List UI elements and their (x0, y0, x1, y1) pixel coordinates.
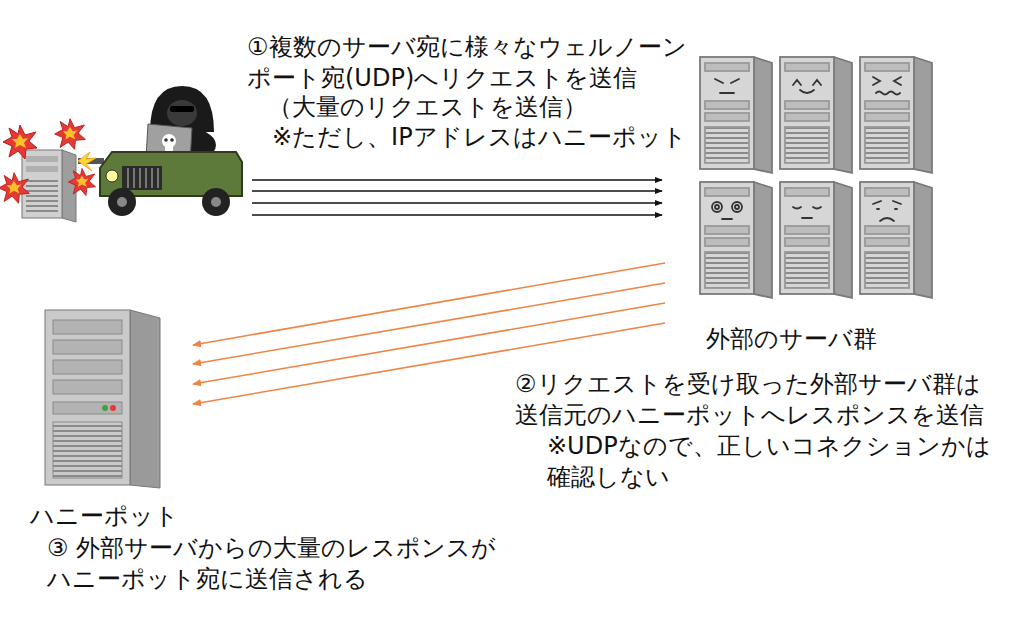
node-note: ③ 外部サーバからの大量のレスポンスが ハニーポット宛に送信される (47, 533, 497, 595)
illustration-part (78, 152, 96, 171)
illustration-part (117, 197, 127, 207)
illustration-part (128, 168, 158, 188)
illustration-part (110, 405, 116, 411)
step-note: ②リクエストを受け取った外部サーバ群は 送信元のハニーポットへレスポンスを送信 (515, 369, 985, 431)
illustration-part (164, 138, 168, 142)
honeypot: ハニーポット③ 外部サーバからの大量のレスポンスが ハニーポット宛に送信される (28, 305, 193, 536)
illustration-part (53, 422, 122, 478)
response-arrow (193, 283, 665, 364)
illustration-part (53, 320, 122, 334)
illustration-part (780, 182, 852, 298)
illustration-part (700, 182, 772, 298)
illustration-part (3, 125, 37, 159)
illustration-part (53, 380, 122, 394)
step-note: ※UDPなので、正しいコネクションかは 確認しない (547, 431, 997, 493)
illustration-part (860, 182, 932, 298)
illustration-part (22, 150, 62, 218)
illustration-part (102, 405, 108, 411)
illustration-part (712, 202, 722, 212)
explosion (0, 119, 96, 204)
illustration-part (860, 57, 932, 173)
illustration-part (53, 340, 122, 354)
jeep (78, 152, 242, 216)
illustration-part (45, 310, 130, 485)
illustration-part (732, 202, 742, 212)
illustration-part (130, 310, 160, 488)
step-note: ※ただし、IPアドレスはハニーポット (272, 122, 687, 153)
illustration-part (252, 179, 662, 181)
illustration-part (55, 119, 86, 150)
step-note: （大量のリクエストを送信） (268, 92, 587, 123)
node-title: ハニーポット (30, 501, 179, 532)
illustration-part (860, 182, 932, 298)
illustration-part (167, 100, 197, 126)
illustration-part (68, 168, 95, 195)
illustration-part (780, 57, 852, 173)
illustration-part (252, 214, 662, 216)
request-arrows (252, 180, 662, 215)
illustration-part (873, 201, 901, 221)
illustration-part (202, 188, 230, 216)
illustration-part (62, 150, 76, 222)
illustration-part (26, 166, 58, 172)
illustration-part (715, 205, 719, 209)
server-group: 外部のサーバ群 (665, 50, 940, 360)
illustration-part (780, 57, 852, 173)
response-arrow (193, 263, 665, 345)
illustration-part (53, 360, 122, 374)
illustration-part (793, 207, 821, 218)
illustration-part (170, 106, 194, 112)
illustration-part (26, 156, 58, 162)
illustration-part (252, 190, 662, 192)
illustration-part (735, 205, 739, 209)
illustration-part (700, 57, 772, 173)
illustration-part (165, 146, 173, 151)
illustration-part (211, 197, 221, 207)
illustration-part (873, 77, 901, 95)
illustration-part (53, 402, 122, 414)
illustration-part (780, 182, 852, 298)
illustration-part (106, 170, 118, 182)
server-group (700, 57, 932, 298)
illustration-part (122, 166, 162, 190)
illustration-part (860, 57, 932, 173)
illustration-part (0, 173, 29, 204)
illustration-part (26, 178, 58, 212)
illustration-part (722, 218, 732, 220)
illustration-part (108, 188, 136, 216)
step-note: ①複数のサーバ宛に様々なウェルノーン ポート宛(UDP)へリクエストを送信 (247, 32, 692, 94)
illustration-part (715, 79, 739, 93)
honeypot-server (45, 310, 160, 488)
illustration-part (700, 57, 772, 173)
group-title: 外部のサーバ群 (706, 324, 877, 355)
illustration-part (162, 134, 176, 148)
illustration-part (170, 138, 174, 142)
attacked-server (22, 150, 76, 222)
illustration-part (700, 182, 772, 298)
illustration-part (252, 202, 662, 204)
illustration-part (793, 80, 821, 93)
